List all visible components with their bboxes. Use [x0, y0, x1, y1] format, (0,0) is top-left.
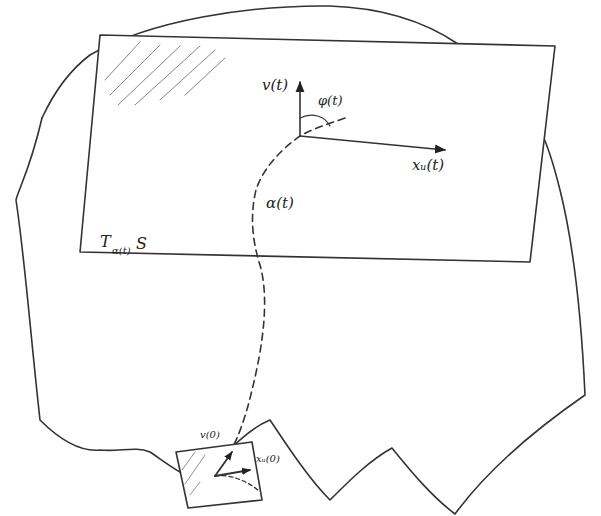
angle-arc [300, 115, 330, 126]
vector-label: xᵤ(t) [412, 158, 444, 173]
vector-v [299, 82, 301, 136]
vector-xu [300, 136, 445, 150]
surface-label: S [136, 236, 147, 252]
plane-label: T [100, 234, 111, 250]
small-tangent-plane [176, 442, 262, 508]
vector-label: v(0) [200, 430, 220, 440]
hatching [182, 452, 205, 495]
angle-label: φ(t) [318, 94, 342, 107]
vector-xu0 [215, 470, 250, 476]
vector-label: xᵤ(0) [256, 454, 280, 464]
hatching [105, 42, 225, 105]
plane-subscript: α(t) [112, 246, 131, 256]
curve [215, 118, 345, 476]
tangent-plane [80, 35, 555, 262]
curve [215, 476, 258, 490]
vector-v0 [215, 452, 232, 476]
curve-label: α(t) [266, 196, 294, 211]
vector-label: v(t) [262, 78, 288, 93]
